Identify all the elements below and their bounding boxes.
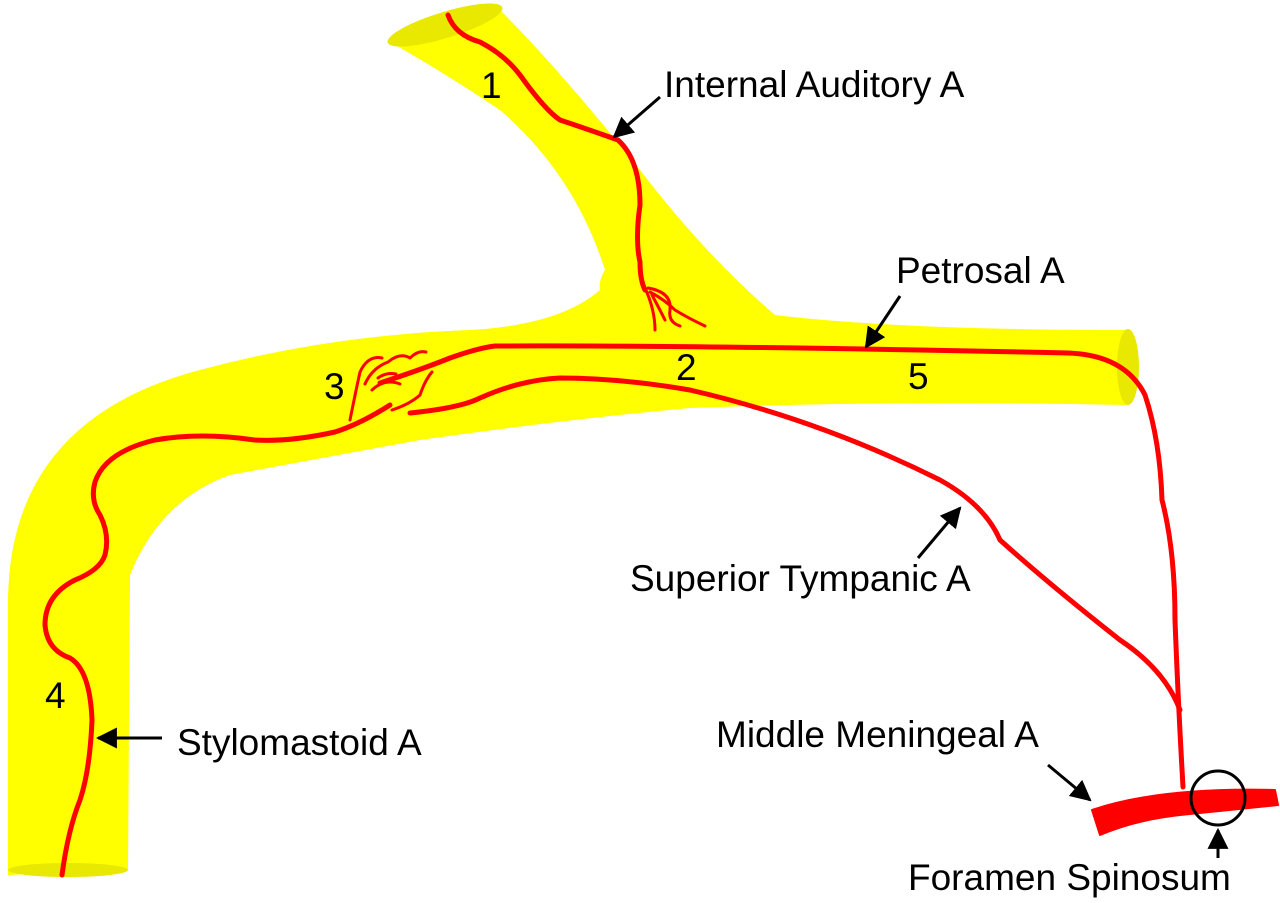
- internal-auditory-canal: [390, 10, 775, 345]
- middle-meningeal-artery: [1091, 788, 1279, 836]
- arteries: [42, 12, 1279, 878]
- petrosal-label: Petrosal A: [896, 250, 1065, 291]
- canal-opening-top: [387, 3, 503, 47]
- segment-number-3: 3: [324, 366, 345, 407]
- superior-tympanic-label: Superior Tympanic A: [630, 558, 971, 599]
- petrosal-pointer: [864, 295, 902, 349]
- canal-opening-right: [1117, 329, 1139, 405]
- canal: [8, 3, 1139, 877]
- foramen-spinosum-circle: [1189, 769, 1247, 827]
- internal-auditory-pointer: [612, 95, 661, 139]
- segment-number-1: 1: [481, 65, 502, 106]
- segment-number-4: 4: [45, 675, 66, 716]
- segment-number-2: 2: [676, 347, 697, 388]
- middle-meningeal-label: Middle Meningeal A: [716, 714, 1039, 755]
- canal-opening-bottom: [8, 863, 128, 877]
- anastomosis-cluster: [348, 350, 434, 422]
- segment-number-5: 5: [908, 356, 929, 397]
- middle-meningeal-pointer: [1047, 763, 1092, 802]
- stylomastoid-artery: [42, 402, 393, 878]
- main-canal: [8, 290, 1128, 875]
- foramen-spinosum-label: Foramen Spinosum: [908, 857, 1231, 898]
- superior-tympanic-pointer: [916, 506, 962, 559]
- internal-auditory-twigs: [643, 286, 707, 332]
- stylomastoid-label: Stylomastoid A: [177, 722, 422, 763]
- superior-tympanic-artery: [407, 375, 1183, 713]
- internal-auditory-artery: [445, 12, 648, 293]
- internal-auditory-label: Internal Auditory A: [664, 64, 965, 105]
- petrosal-artery: [377, 343, 1186, 790]
- pointer-arrows: [95, 95, 1229, 858]
